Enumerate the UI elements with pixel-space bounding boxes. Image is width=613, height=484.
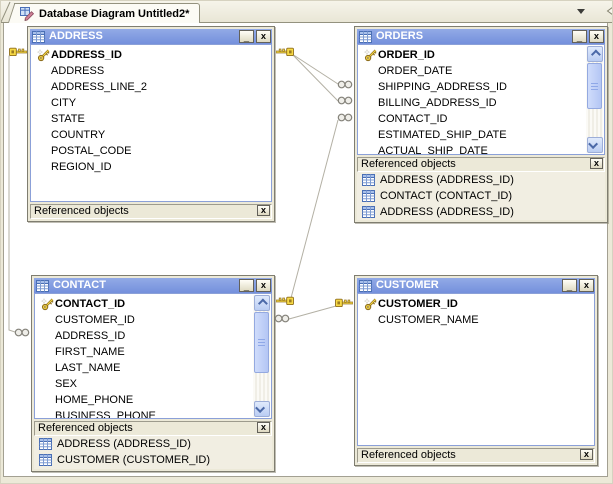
scroll-down-icon: [588, 138, 599, 149]
column-row[interactable]: ADDRESS_LINE_2: [51, 81, 147, 93]
close-button[interactable]: x: [589, 30, 604, 43]
entity-window-address: ADDRESS _ x ADDRESS_ID ADDRESS ADDRESS_L…: [27, 26, 275, 222]
referenced-object-row[interactable]: ADDRESS (ADDRESS_ID): [34, 436, 272, 452]
diagram-tab-icon: [20, 7, 35, 21]
refbar-close-button[interactable]: x: [590, 158, 603, 169]
referenced-objects-bar: Referenced objects x: [357, 157, 605, 172]
column-row[interactable]: ACTUAL_SHIP_DATE: [378, 145, 488, 155]
tab-database-diagram[interactable]: Database Diagram Untitled2*: [14, 3, 201, 23]
column-row[interactable]: COUNTRY: [51, 129, 106, 141]
table-icon: [39, 454, 52, 466]
window-title: CONTACT: [53, 279, 106, 291]
column-row[interactable]: SEX: [55, 378, 78, 390]
column-row[interactable]: SHIPPING_ADDRESS_ID: [378, 81, 507, 93]
referenced-object-row[interactable]: CONTACT (CONTACT_ID): [357, 188, 605, 204]
column-row[interactable]: CUSTOMER_ID: [362, 296, 594, 312]
table-icon: [36, 280, 49, 292]
refbar-close-button[interactable]: x: [580, 449, 593, 460]
thumb-grip-icon: [258, 339, 265, 346]
column-row[interactable]: ESTIMATED_SHIP_DATE: [378, 129, 507, 141]
vertical-scrollbar[interactable]: [253, 295, 270, 417]
table-icon: [359, 31, 372, 43]
refbar-close-button[interactable]: x: [257, 422, 270, 433]
refbar-close-button[interactable]: x: [257, 205, 270, 216]
table-icon: [32, 31, 45, 43]
referenced-objects-list: ADDRESS (ADDRESS_ID) CONTACT (CONTACT_ID…: [357, 172, 605, 220]
referenced-object-row[interactable]: CUSTOMER (CUSTOMER_ID): [34, 452, 272, 468]
column-row[interactable]: ADDRESS_ID: [35, 47, 271, 63]
primary-key-icon: [362, 298, 378, 311]
column-row[interactable]: HOME_PHONE: [55, 394, 134, 406]
table-icon: [362, 190, 375, 202]
titlebar-contact[interactable]: CONTACT _ x: [34, 278, 272, 293]
table-icon: [362, 174, 375, 186]
titlebar-customer[interactable]: CUSTOMER _ x: [357, 278, 595, 293]
column-row[interactable]: CUSTOMER_ID: [55, 314, 135, 326]
column-row[interactable]: CONTACT_ID: [39, 296, 252, 312]
entity-window-orders: ORDERS _ x ORDER_ID ORDER_DATE SHIPPING_…: [354, 26, 608, 223]
column-row[interactable]: POSTAL_CODE: [51, 145, 132, 157]
window-title: ORDERS: [376, 30, 424, 42]
tab-label: Database Diagram Untitled2*: [39, 7, 190, 20]
column-row[interactable]: BUSINESS_PHONE: [55, 410, 156, 419]
tabstrip-left-edge: [1, 1, 11, 22]
titlebar-orders[interactable]: ORDERS _ x: [357, 29, 605, 44]
column-row[interactable]: LAST_NAME: [55, 362, 121, 374]
window-title: CUSTOMER: [376, 279, 439, 291]
column-row[interactable]: CUSTOMER_NAME: [378, 314, 479, 326]
referenced-objects-list: ADDRESS (ADDRESS_ID) CUSTOMER (CUSTOMER_…: [34, 436, 272, 469]
scroll-up-icon: [257, 298, 268, 308]
column-row[interactable]: ADDRESS: [51, 65, 105, 77]
scroll-up-button[interactable]: [253, 295, 270, 311]
thumb-grip-icon: [591, 82, 598, 90]
scroll-left-icon[interactable]: [605, 4, 613, 18]
scroll-down-button[interactable]: [586, 137, 603, 153]
referenced-objects-bar: Referenced objects x: [34, 421, 272, 436]
scrollbar-thumb[interactable]: [587, 63, 602, 109]
tab-bar: Database Diagram Untitled2*: [1, 1, 613, 23]
table-icon: [359, 280, 372, 292]
column-list: CUSTOMER_ID CUSTOMER_NAME: [357, 293, 595, 446]
scroll-down-button[interactable]: [253, 401, 270, 417]
column-list: CONTACT_ID CUSTOMER_ID ADDRESS_ID FIRST_…: [34, 293, 272, 419]
column-row[interactable]: BILLING_ADDRESS_ID: [378, 97, 497, 109]
scroll-down-icon: [255, 402, 266, 413]
minimize-button[interactable]: _: [572, 30, 587, 44]
column-row[interactable]: FIRST_NAME: [55, 346, 125, 358]
primary-key-icon: [35, 49, 51, 62]
minimize-button[interactable]: _: [239, 30, 254, 44]
scroll-up-icon: [590, 49, 601, 59]
minimize-button[interactable]: _: [239, 279, 254, 293]
tab-list-dropdown-icon[interactable]: [577, 9, 585, 14]
primary-key-icon: [362, 49, 378, 62]
column-row[interactable]: CITY: [51, 97, 77, 109]
entity-window-contact: CONTACT _ x CONTACT_ID CUSTOMER_ID ADDRE…: [31, 275, 275, 472]
referenced-object-row[interactable]: ADDRESS (ADDRESS_ID): [357, 172, 605, 188]
minimize-button[interactable]: _: [562, 279, 577, 293]
referenced-objects-bar: Referenced objects x: [357, 448, 595, 463]
close-button[interactable]: x: [579, 279, 594, 292]
close-button[interactable]: x: [256, 279, 271, 292]
scroll-up-button[interactable]: [586, 46, 603, 62]
column-row[interactable]: STATE: [51, 113, 85, 125]
table-icon: [362, 206, 375, 218]
window-title: ADDRESS: [49, 30, 103, 42]
entity-window-customer: CUSTOMER _ x CUSTOMER_ID CUSTOMER_NAME R…: [354, 275, 598, 466]
titlebar-address[interactable]: ADDRESS _ x: [30, 29, 272, 44]
column-list: ORDER_ID ORDER_DATE SHIPPING_ADDRESS_ID …: [357, 44, 605, 155]
referenced-object-row[interactable]: ADDRESS (ADDRESS_ID): [357, 204, 605, 220]
table-icon: [39, 438, 52, 450]
close-button[interactable]: x: [256, 30, 271, 43]
column-list: ADDRESS_ID ADDRESS ADDRESS_LINE_2 CITY S…: [30, 44, 272, 202]
vertical-scrollbar[interactable]: [586, 46, 603, 153]
column-row[interactable]: CONTACT_ID: [378, 113, 448, 125]
referenced-objects-bar: Referenced objects x: [30, 204, 272, 219]
column-row[interactable]: ADDRESS_ID: [55, 330, 126, 342]
column-row[interactable]: REGION_ID: [51, 161, 112, 173]
primary-key-icon: [39, 298, 55, 311]
column-row[interactable]: ORDER_DATE: [378, 65, 453, 77]
scrollbar-thumb[interactable]: [254, 312, 269, 373]
column-row[interactable]: ORDER_ID: [362, 47, 585, 63]
